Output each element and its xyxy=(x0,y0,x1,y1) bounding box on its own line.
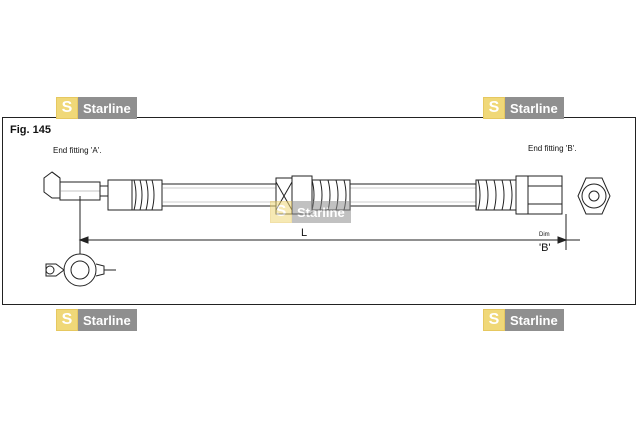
starline-logo-bottom-right: S Starline xyxy=(483,309,564,331)
logo-initial: S xyxy=(56,97,78,119)
end-fitting-a-label: End fitting 'A'. xyxy=(53,146,102,155)
hex-nut-end-view xyxy=(577,177,611,215)
diagram-frame xyxy=(2,117,636,305)
logo-wordmark: Starline xyxy=(505,309,564,331)
logo-wordmark: Starline xyxy=(505,97,564,119)
dimension-l-label: L xyxy=(301,227,307,239)
dimension-line-l xyxy=(78,196,580,250)
logo-wordmark: Starline xyxy=(78,309,137,331)
starline-logo-top-left: S Starline xyxy=(56,97,137,119)
logo-wordmark: Starline xyxy=(292,201,351,223)
logo-initial: S xyxy=(483,97,505,119)
end-fitting-a xyxy=(43,171,163,211)
end-fitting-b xyxy=(475,175,563,215)
figure-number: Fig. 145 xyxy=(10,124,51,136)
starline-logo-top-right: S Starline xyxy=(483,97,564,119)
dimension-b-label: 'B' xyxy=(539,242,551,254)
logo-initial: S xyxy=(483,309,505,331)
logo-initial: S xyxy=(270,201,292,223)
logo-initial: S xyxy=(56,309,78,331)
hose-body xyxy=(162,183,476,207)
dimension-dim-label: Dim xyxy=(539,232,550,238)
logo-wordmark: Starline xyxy=(78,97,137,119)
banjo-end-view xyxy=(45,250,116,287)
starline-logo-center: S Starline xyxy=(270,201,351,223)
end-fitting-b-label: End fitting 'B'. xyxy=(528,144,577,153)
starline-logo-bottom-left: S Starline xyxy=(56,309,137,331)
